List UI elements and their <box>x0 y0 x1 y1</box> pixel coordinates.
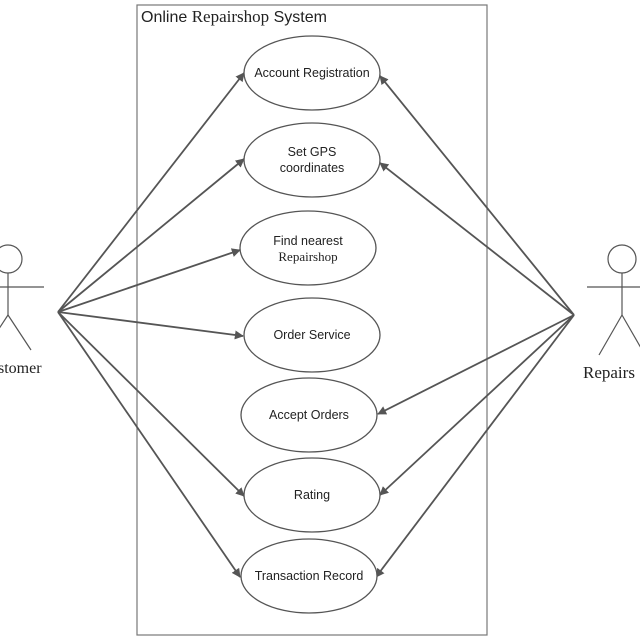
repairshop-associations <box>375 75 575 578</box>
customer-to-find-nearest <box>57 248 241 313</box>
repairshop-to-account-registration <box>379 75 575 316</box>
use-case-rating: Rating <box>243 457 381 533</box>
customer-to-rating <box>57 311 245 497</box>
customer-actor <box>0 244 44 351</box>
use-case-label-line2: coordinates <box>280 161 345 175</box>
customer-to-set-gps <box>57 158 245 313</box>
customer-actor-label: stomer <box>0 360 42 377</box>
system-boundary <box>136 4 488 636</box>
use-case-ellipse <box>243 297 381 373</box>
use-case-accept-orders: Accept Orders <box>240 377 378 453</box>
repairshop-actor-right-leg <box>621 314 640 348</box>
repairshop-to-transaction-record <box>375 314 575 578</box>
use-case-ellipse <box>243 35 381 111</box>
use-case-ellipse <box>240 377 378 453</box>
use-case-ellipse <box>243 122 381 198</box>
use-case-set-gps: Set GPS coordinates <box>243 122 381 198</box>
use-case-ellipse <box>240 538 378 614</box>
use-case-ellipse <box>243 457 381 533</box>
customer-to-order-service <box>57 311 244 340</box>
use-case-order-service: Order Service <box>243 297 381 373</box>
repairshop-actor <box>587 244 640 356</box>
use-case-label: Transaction Record <box>255 569 364 583</box>
repairshop-actor-head <box>607 244 637 274</box>
customer-actor-right-leg <box>7 314 32 351</box>
use-case-account-registration: Account Registration <box>243 35 381 111</box>
use-case-label: Order Service <box>273 328 350 342</box>
repairshop-to-rating <box>379 314 575 496</box>
use-case-ellipse <box>239 210 377 286</box>
use-case-label-line1: Find nearest <box>273 234 343 248</box>
repairshop-actor-label: Repairs <box>583 363 635 382</box>
use-case-label: Rating <box>294 488 330 502</box>
system-title-suffix: System <box>269 9 327 26</box>
system-title: Online Repairshop System <box>141 7 327 26</box>
customer-to-account-registration <box>57 72 245 313</box>
system-title-middle: Repairshop <box>192 7 269 26</box>
customer-actor-head <box>0 244 23 274</box>
repairshop-actor-left-leg <box>598 314 623 356</box>
use-case-find-nearest: Find nearest Repairshop <box>239 210 377 286</box>
customer-to-transaction-record <box>57 311 241 578</box>
repairshop-to-set-gps <box>379 162 575 316</box>
use-case-transaction-record: Transaction Record <box>240 538 378 614</box>
use-case-label-line2: Repairshop <box>278 249 337 264</box>
customer-actor-left-leg <box>0 314 9 329</box>
use-case-label-line1: Set GPS <box>288 145 337 159</box>
use-case-label: Account Registration <box>254 66 369 80</box>
repairshop-to-accept-orders <box>377 314 575 415</box>
system-title-prefix: Online <box>141 9 192 26</box>
use-case-label: Accept Orders <box>269 408 349 422</box>
customer-associations <box>57 72 245 578</box>
